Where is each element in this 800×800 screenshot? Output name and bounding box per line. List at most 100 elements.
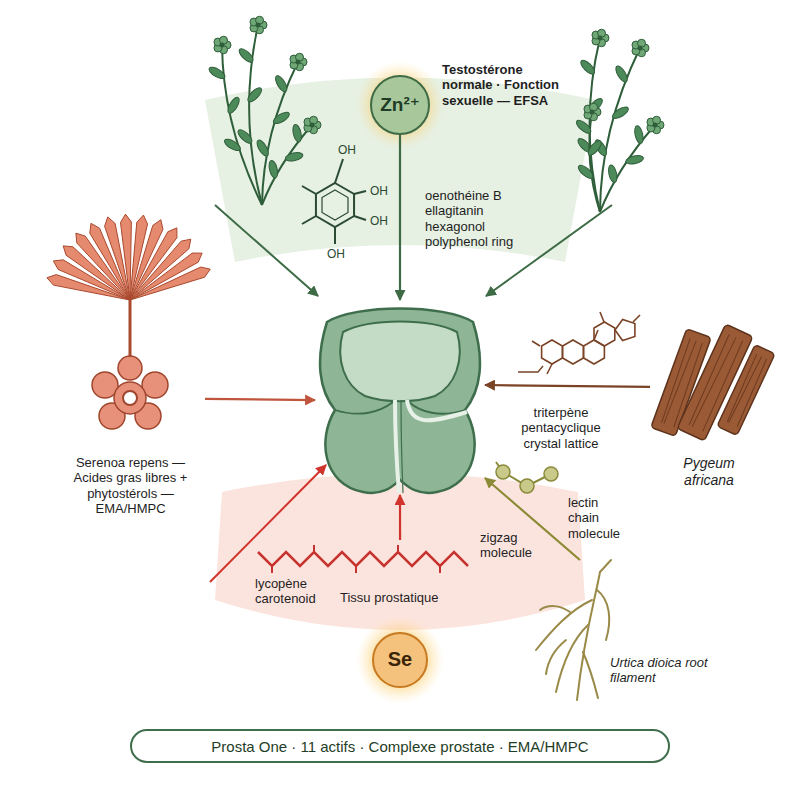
- bark-grain: [729, 356, 762, 424]
- group-label: OH: [338, 143, 356, 157]
- urethra: [395, 400, 467, 493]
- methyl-stub: [594, 330, 598, 340]
- molecule-bond: [334, 227, 336, 244]
- lycopene-chain: [258, 552, 468, 566]
- palm-illustration: [47, 214, 210, 429]
- lobe-line: [335, 402, 465, 414]
- root-filament: [597, 590, 609, 640]
- herb-leaf: [237, 47, 255, 65]
- herb-flower-center: [256, 23, 261, 28]
- herb-right: [574, 29, 664, 212]
- organ-node: Tissu prostatique: [315, 300, 485, 495]
- triterpene-structure: [532, 312, 640, 374]
- herb-stem: [262, 125, 312, 205]
- connector-arrow: [485, 385, 650, 387]
- herb-leaf: [576, 163, 595, 180]
- methyl-stub: [547, 364, 552, 374]
- caption-pill: Prosta One · 11 actifs · Complexe prosta…: [130, 729, 670, 763]
- molecule-bond: [354, 216, 366, 220]
- plant-node: Serenoa repens — Acides gras libres + ph…: [55, 210, 205, 528]
- herb-stem: [590, 38, 600, 212]
- urethra-edge: [401, 400, 403, 493]
- herb-leaf: [614, 64, 630, 83]
- connector-arrow: [399, 495, 401, 540]
- herb-left: [207, 16, 321, 205]
- triterpene-pentagon: [615, 320, 635, 341]
- herb-arrow: [215, 205, 318, 296]
- herb-leaf: [579, 58, 597, 76]
- herb-flower-center: [220, 43, 225, 48]
- mineral-symbol: Se: [374, 634, 426, 686]
- herb-leaf: [273, 74, 289, 93]
- molecule-bond: [302, 186, 316, 194]
- palm-fruit: [118, 356, 142, 380]
- group-label: OH: [327, 247, 345, 261]
- herb-leaf: [574, 118, 593, 135]
- connector-arrow: [399, 135, 401, 300]
- triterpene-ring: [542, 340, 563, 364]
- molecule-label: zigzag molecule: [480, 530, 542, 561]
- bottom-band: [215, 474, 585, 631]
- triterpene-ring: [563, 340, 584, 364]
- herb-flower-center: [653, 123, 658, 128]
- herb-flower-center: [590, 110, 595, 115]
- lectin-unit: [544, 467, 558, 481]
- plant-node: Urtica dioica root filament: [530, 560, 725, 700]
- herb-stem: [600, 48, 640, 212]
- root-filament: [540, 606, 570, 612]
- group-label: OH: [370, 184, 388, 198]
- plant-node: Pygeum africana: [650, 320, 768, 495]
- lectin-unit: [520, 479, 534, 493]
- herb-leaf: [284, 151, 303, 162]
- root-filament: [556, 625, 588, 692]
- lycopene-methyl: [271, 566, 273, 573]
- node-label: Pygeum africana: [662, 455, 756, 488]
- connector-arrow: [205, 399, 315, 400]
- molecule-bond: [354, 191, 366, 194]
- molecule-bond: [335, 159, 343, 183]
- herb-leaf: [223, 137, 242, 153]
- triterpene-ring: [594, 322, 615, 346]
- root-filament: [577, 572, 600, 700]
- herb-leaf: [607, 164, 618, 183]
- bark-piece: [717, 345, 775, 436]
- herb-flower-center: [598, 36, 603, 41]
- bark-illustration: [651, 324, 775, 441]
- palm-frond: [130, 267, 210, 300]
- herb-leaf: [226, 96, 242, 115]
- bark-slab: [717, 345, 775, 436]
- herb-stem: [589, 112, 600, 212]
- methyl-stub: [532, 341, 540, 346]
- methyl-stub: [600, 312, 604, 322]
- herb-leaf: [207, 65, 226, 81]
- herb-leaf: [291, 124, 302, 143]
- molecule-label: lectin chain molecule: [568, 495, 630, 541]
- molecule-label: triterpène pentacyclique crystal lattice: [506, 405, 616, 451]
- prostate-shape: [315, 300, 485, 495]
- herb-stem: [249, 25, 262, 205]
- claim-label: Testostérone normale · Fonction sexuelle…: [442, 62, 567, 108]
- node-label: Tissu prostatique: [340, 590, 480, 605]
- node-label: Serenoa repens — Acides gras libres + ph…: [63, 455, 198, 516]
- lycopene-methyl: [313, 545, 315, 552]
- root-filament: [546, 640, 566, 674]
- herb-stem: [262, 62, 298, 205]
- bark-grain: [735, 359, 768, 427]
- selenium-glow: [356, 616, 444, 704]
- node-label: Urtica dioica root filament: [610, 655, 720, 686]
- group-label: OH: [370, 214, 388, 228]
- root-illustration: [536, 560, 611, 700]
- herb-leaf: [611, 105, 630, 121]
- molecule-bond: [302, 216, 316, 224]
- molecule-node: lycopène carotenoid: [250, 540, 475, 570]
- palm-fruit: [114, 382, 146, 414]
- polyphenol-inner: [322, 190, 348, 220]
- polyphenol-ring: [316, 183, 354, 227]
- herb-leaf: [268, 160, 279, 179]
- lycopene-methyl: [397, 545, 399, 552]
- herb-leaf: [272, 110, 291, 126]
- node-label: lycopène carotenoid: [255, 576, 335, 607]
- mineral-symbol: Zn²⁺: [372, 77, 428, 133]
- herb-arrow: [486, 205, 612, 296]
